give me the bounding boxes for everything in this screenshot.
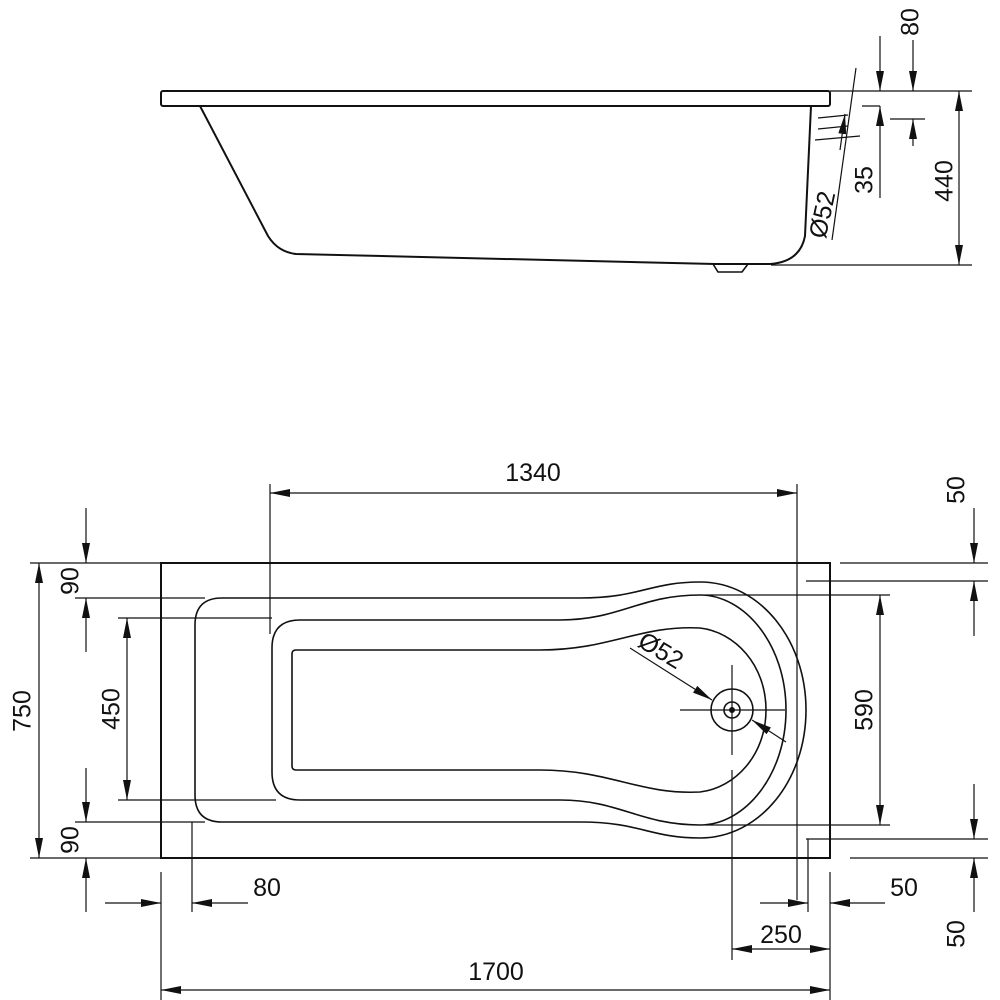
top-dimension-590: 590 [851, 689, 879, 731]
top-view-basin-floor [291, 626, 767, 794]
top-view-inner-basin [194, 581, 807, 839]
top-dimension-90-lower: 90 [57, 826, 85, 854]
side-dimension-drain-diameter: Ø52 [804, 189, 841, 241]
top-view: Ø52 1340 750 90 450 90 [9, 459, 988, 1000]
top-dimension-90-upper: 90 [57, 567, 85, 595]
side-dimension-35: 35 [851, 166, 879, 194]
bottom-dimension-50-corner: 50 [943, 920, 971, 948]
top-dimension-1340: 1340 [505, 459, 561, 487]
bottom-dimension-250: 250 [760, 921, 802, 949]
bottom-dimension-1700: 1700 [468, 958, 524, 986]
side-view-tub-body [199, 105, 812, 265]
top-view-basin-bottom-outer [271, 594, 787, 826]
side-dimension-80: 80 [897, 8, 925, 36]
side-view-drain-outlet [712, 263, 749, 273]
top-view-outer-rim [160, 562, 831, 859]
top-dimension-450: 450 [98, 688, 126, 730]
top-dimension-50-upper: 50 [943, 476, 971, 504]
side-view: 80 35 440 Ø52 [160, 8, 972, 273]
bottom-dimension-80: 80 [253, 874, 281, 902]
top-dimension-750: 750 [9, 690, 37, 732]
side-view-rim [160, 90, 831, 107]
bottom-dimension-50-right: 50 [890, 874, 918, 902]
side-dimension-440: 440 [931, 160, 959, 202]
